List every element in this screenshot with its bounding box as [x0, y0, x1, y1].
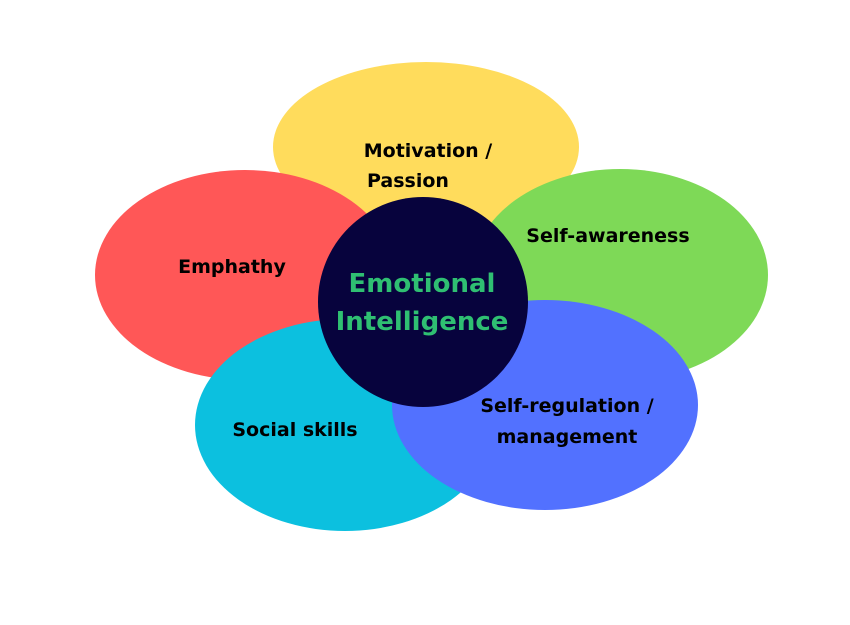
motivation-label-line1: Motivation / — [364, 140, 493, 162]
petal-motivation-shape — [273, 62, 579, 232]
petal-motivation — [273, 62, 579, 232]
center-circle — [318, 197, 528, 407]
self-awareness-label: Self-awareness — [526, 225, 689, 247]
center-title-line2: Intelligence — [336, 307, 509, 337]
self-regulation-label-line1: Self-regulation / — [480, 395, 653, 417]
self-regulation-label-line2: management — [497, 426, 638, 448]
empathy-label: Emphathy — [178, 256, 286, 278]
center-title-line1: Emotional — [349, 269, 496, 299]
social-skills-label: Social skills — [232, 419, 357, 441]
motivation-label-line2: Passion — [367, 170, 449, 192]
